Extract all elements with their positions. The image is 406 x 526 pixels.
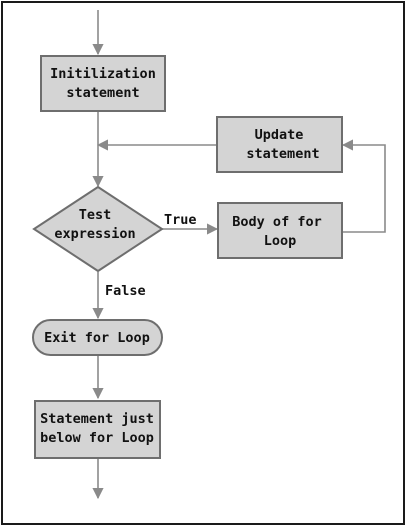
loop-body-node: Body of for Loop xyxy=(217,202,343,259)
after-loop-line-2: below for Loop xyxy=(40,430,154,446)
exit-loop-terminal: Exit for Loop xyxy=(32,319,163,356)
loop-body-line-1: Body of for xyxy=(232,214,321,230)
after-loop-line-1: Statement just xyxy=(40,411,154,427)
loop-body-line-2: Loop xyxy=(264,233,297,249)
test-expression-decision: Test expression xyxy=(32,185,164,273)
exit-loop-label: Exit for Loop xyxy=(44,330,150,346)
update-statement-line-1: Update xyxy=(255,127,304,143)
after-loop-statement-node: Statement just below for Loop xyxy=(34,400,161,459)
false-label: False xyxy=(105,283,146,299)
init-statement-line-1: Initilization xyxy=(50,66,156,82)
test-expression-line-2: expression xyxy=(54,226,135,242)
true-label: True xyxy=(164,212,197,228)
test-expression-line-1: Test xyxy=(79,207,112,223)
update-statement-line-2: statement xyxy=(246,146,319,162)
init-statement-line-2: statement xyxy=(66,85,139,101)
init-statement-node: Initilization statement xyxy=(40,55,166,112)
body-to-update-arrow xyxy=(341,139,386,233)
update-statement-node: Update statement xyxy=(216,116,343,173)
